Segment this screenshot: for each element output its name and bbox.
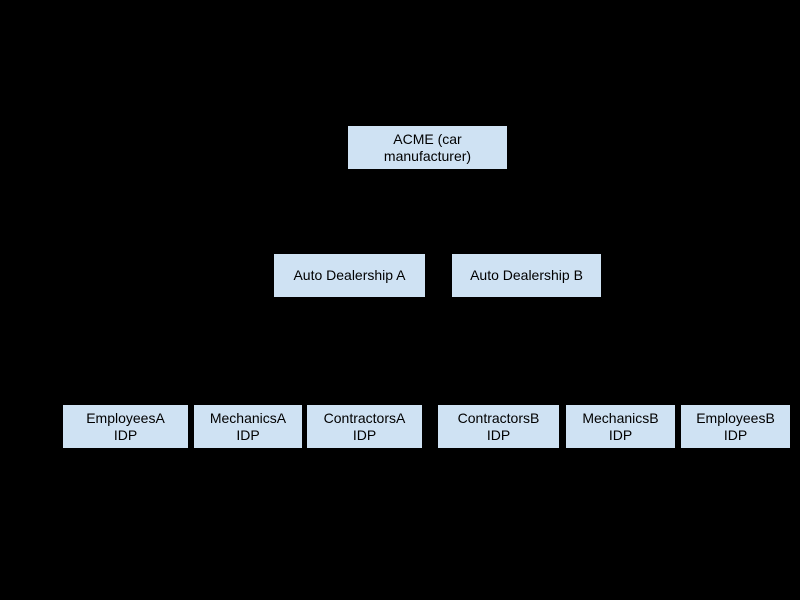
- node-label-line: MechanicsA: [209, 409, 287, 426]
- node-auto-dealership-b: Auto Dealership B: [452, 254, 601, 297]
- node-label-line: ContractorsA: [323, 409, 406, 426]
- node-contractors-b-idp: ContractorsB IDP: [438, 405, 559, 448]
- node-label-line: IDP: [486, 426, 511, 443]
- node-label-line: Auto Dealership B: [470, 267, 583, 283]
- node-label-line: EmployeesA: [86, 409, 165, 426]
- node-label-line: IDP: [723, 426, 748, 443]
- node-acme-manufacturer: ACME (car manufacturer): [348, 126, 507, 169]
- node-employees-b-idp: EmployeesB IDP: [681, 405, 790, 448]
- node-mechanics-a-idp: MechanicsA IDP: [194, 405, 302, 448]
- node-label-line: EmployeesB: [696, 409, 775, 426]
- node-label-line: ContractorsB: [457, 409, 540, 426]
- node-label-line: MechanicsB: [582, 409, 659, 426]
- node-contractors-a-idp: ContractorsA IDP: [307, 405, 422, 448]
- node-auto-dealership-a: Auto Dealership A: [274, 254, 425, 297]
- node-label-line: ACME (car: [393, 130, 462, 147]
- node-label-line: manufacturer): [383, 147, 472, 164]
- node-mechanics-b-idp: MechanicsB IDP: [566, 405, 675, 448]
- node-label-line: Auto Dealership A: [293, 267, 406, 283]
- node-label-line: IDP: [236, 426, 260, 443]
- node-label-line: IDP: [113, 426, 138, 443]
- node-label-line: IDP: [352, 426, 377, 443]
- node-label-line: IDP: [608, 426, 633, 443]
- node-employees-a-idp: EmployeesA IDP: [63, 405, 188, 448]
